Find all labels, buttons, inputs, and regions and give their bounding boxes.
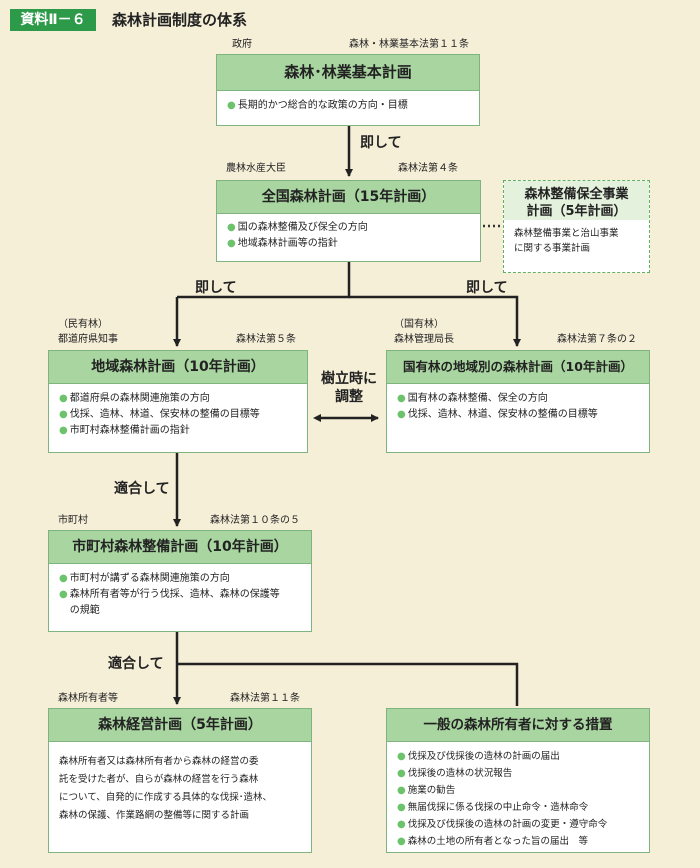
label-minister: 農林水産大臣: [226, 163, 286, 174]
box-national-plan: 全国森林計画（15年計画） ●国の森林整備及び保全の方向 ●地域森林計画等の指針: [216, 180, 481, 262]
bullet-icon: ●: [59, 573, 68, 584]
bullet-icon: ●: [397, 836, 406, 847]
list-item: ●市町村森林整備計画の指針: [59, 423, 297, 439]
bullet-icon: ●: [397, 819, 406, 830]
label-national-forest: （国有林）: [394, 319, 444, 330]
bullet-icon: ●: [227, 238, 236, 249]
label-forest-law-5: 森林法第５条: [236, 334, 296, 345]
connector-coordinate: 樹立時に 調整: [321, 371, 377, 405]
line-to-general: [177, 662, 519, 706]
label-bureau: 森林管理局長: [394, 334, 454, 345]
bullet-icon: ●: [397, 802, 406, 813]
box-general-owners-title: 一般の森林所有者に対する措置: [387, 709, 649, 742]
box-municipal-plan: 市町村森林整備計画（10年計画） ●市町村が講ずる森林関連施策の方向 ●森林所有…: [48, 530, 312, 632]
box-national-forest-plan: 国有林の地域別の森林計画（10年計画） ●国有林の森林整備、保全の方向 ●伐採、…: [386, 350, 650, 453]
box-management-plan-body: 森林所有者又は森林所有者から森林の経営の委 託を受けた者が、自らが森林の経営を行…: [59, 756, 272, 821]
list-item: ●無届伐採に係る伐採の中止命令・造林命令: [397, 799, 639, 816]
figure-tag: 資料Ⅱ－６: [10, 9, 96, 31]
label-municipality: 市町村: [58, 515, 88, 526]
connector-conform-1: 即して: [360, 135, 402, 151]
label-forest-law-11: 森林法第１１条: [230, 693, 300, 704]
list-item: ●長期的かつ総合的な政策の方向・目標: [227, 98, 469, 114]
page-title: 森林計画制度の体系: [112, 11, 248, 29]
list-item: ●森林所有者等が行う伐採、造林、森林の保護等 の規範: [59, 587, 301, 619]
label-private-forest: （民有林）: [58, 319, 108, 330]
box-management-plan: 森林経営計画（5年計画） 森林所有者又は森林所有者から森林の経営の委 託を受けた…: [48, 708, 312, 853]
arrow-to-national-forest: [349, 295, 521, 347]
label-governor: 都道府県知事: [58, 334, 118, 345]
list-item: ●施業の勧告: [397, 782, 639, 799]
box-basic-plan: 森林･林業基本計画 ●長期的かつ総合的な政策の方向・目標: [216, 54, 480, 126]
box-project-plan-body: 森林整備事業と治山事業 に関する事業計画: [514, 228, 619, 254]
bullet-icon: ●: [397, 768, 406, 779]
bullet-icon: ●: [227, 100, 236, 111]
label-forest-law-4: 森林法第４条: [398, 163, 458, 174]
box-regional-plan: 地域森林計画（10年計画） ●都道府県の森林関連施策の方向 ●伐採、造林、林道、…: [48, 350, 308, 453]
bullet-icon: ●: [397, 785, 406, 796]
list-item: ●国有林の森林整備、保全の方向: [397, 391, 639, 407]
connector-adapt-2: 適合して: [108, 656, 164, 672]
list-item: ●森林の土地の所有者となった旨の届出 等: [397, 833, 639, 850]
box-project-plan-title: 森林整備保全事業 計画（5年計画）: [504, 181, 649, 220]
list-item: ●伐採後の造林の状況報告: [397, 765, 639, 782]
label-forest-law-7: 森林法第７条の２: [557, 334, 637, 345]
bullet-icon: ●: [397, 751, 406, 762]
list-item: ●地域森林計画等の指針: [227, 236, 470, 252]
bullet-icon: ●: [59, 425, 68, 436]
box-management-plan-title: 森林経営計画（5年計画）: [49, 709, 311, 742]
bullet-icon: ●: [397, 393, 406, 404]
label-forest-law-10: 森林法第１０条の５: [210, 515, 300, 526]
label-basic-law: 森林・林業基本法第１１条: [349, 39, 469, 50]
list-item: ●伐採、造林、林道、保安林の整備の目標等: [59, 407, 297, 423]
box-basic-plan-title: 森林･林業基本計画: [217, 55, 479, 91]
bullet-icon: ●: [227, 222, 236, 233]
connector-conform-2: 即して: [195, 280, 237, 296]
box-project-plan: 森林整備保全事業 計画（5年計画） 森林整備事業と治山事業 に関する事業計画: [503, 180, 650, 273]
bullet-icon: ●: [59, 589, 68, 600]
bullet-icon: ●: [59, 393, 68, 404]
connector-conform-3: 即して: [466, 280, 508, 296]
box-general-owners: 一般の森林所有者に対する措置 ●伐採及び伐採後の造林の計画の届出 ●伐採後の造林…: [386, 708, 650, 853]
list-item: ●都道府県の森林関連施策の方向: [59, 391, 297, 407]
box-municipal-plan-title: 市町村森林整備計画（10年計画）: [49, 531, 311, 564]
list-item: ●伐採及び伐採後の造林の計画の変更・遵守命令: [397, 816, 639, 833]
bullet-icon: ●: [59, 409, 68, 420]
box-national-plan-title: 全国森林計画（15年計画）: [217, 181, 480, 214]
label-government: 政府: [232, 39, 252, 50]
box-national-forest-plan-title: 国有林の地域別の森林計画（10年計画）: [387, 351, 649, 384]
list-item: ●伐採及び伐採後の造林の計画の届出: [397, 748, 639, 765]
list-item: ●市町村が講ずる森林関連施策の方向: [59, 571, 301, 587]
label-owners: 森林所有者等: [58, 693, 118, 704]
connector-adapt-1: 適合して: [114, 481, 170, 497]
list-item: ●国の森林整備及び保全の方向: [227, 220, 470, 236]
bullet-icon: ●: [397, 409, 406, 420]
box-regional-plan-title: 地域森林計画（10年計画）: [49, 351, 307, 384]
list-item: ●伐採、造林、林道、保安林の整備の目標等: [397, 407, 639, 423]
